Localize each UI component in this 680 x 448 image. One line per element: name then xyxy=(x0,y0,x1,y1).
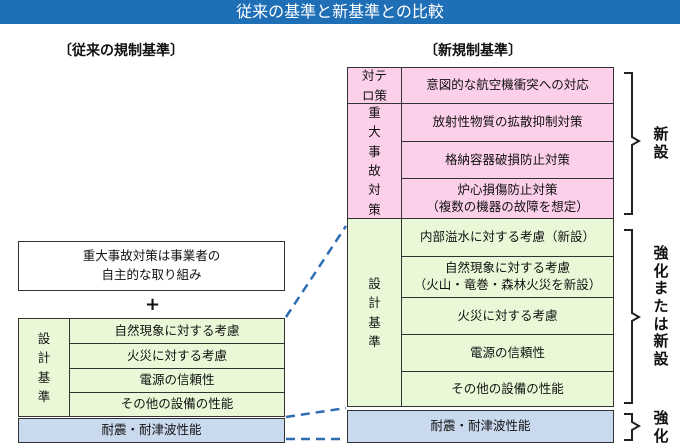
terrorism-label: 対テロ策 xyxy=(347,67,402,104)
new-design-item-fire: 火災に対する考慮 xyxy=(401,297,614,335)
terror-item-aircraft: 意図的な航空機衝突への対応 xyxy=(401,67,614,104)
label-new: 新設 xyxy=(653,125,669,161)
old-design-item-natural: 自然現象に対する考慮 xyxy=(69,318,285,344)
brace-strengthened-or-new xyxy=(624,229,642,404)
old-design-item-other: その他の設備の性能 xyxy=(69,392,285,417)
connector-design-bottom xyxy=(285,406,347,419)
accident-item-containment: 格納容器破損防止対策 xyxy=(401,141,614,179)
new-seismic-box: 耐震・耐津波性能 xyxy=(347,410,614,443)
label-strengthened-or-new: 強化または新設 xyxy=(653,244,669,369)
connector-design-top xyxy=(284,225,348,318)
accident-item-core-damage: 炉心損傷防止対策 （複数の機器の故障を想定） xyxy=(401,178,614,219)
brace-new xyxy=(624,72,642,215)
old-design-item-power: 電源の信頼性 xyxy=(69,368,285,393)
old-design-item-fire: 火災に対する考慮 xyxy=(69,343,285,369)
plus-sign: + xyxy=(145,294,161,315)
accident-item-diffusion: 放射性物質の拡散抑制対策 xyxy=(401,103,614,142)
brace-strengthened xyxy=(624,413,642,441)
old-standard-heading: 〔従来の規制基準〕 xyxy=(58,43,184,59)
new-design-item-flooding: 内部溢水に対する考慮（新設） xyxy=(401,218,614,257)
voluntary-line-1: 重大事故対策は事業者の xyxy=(82,248,221,264)
new-design-item-other: その他の設備の性能 xyxy=(401,371,614,407)
voluntary-line-2: 自主的な取り組み xyxy=(101,267,202,282)
old-design-basis-label: 設計基準 xyxy=(18,318,70,417)
voluntary-measures-box: 重大事故対策は事業者の 自主的な取り組み xyxy=(18,241,285,291)
new-design-basis-label: 設計基準 xyxy=(347,218,402,407)
label-strengthened: 強化 xyxy=(653,409,669,445)
severe-accident-label: 重大事故対策 xyxy=(347,103,402,219)
new-design-item-power: 電源の信頼性 xyxy=(401,334,614,372)
new-design-item-natural: 自然現象に対する考慮 （火山・竜巻・森林火災を新設） xyxy=(401,256,614,298)
page-title: 従来の基準と新基準との比較 xyxy=(0,0,680,24)
new-standard-heading: 〔新規制基準〕 xyxy=(424,43,522,59)
old-seismic-box: 耐震・耐津波性能 xyxy=(18,418,285,443)
